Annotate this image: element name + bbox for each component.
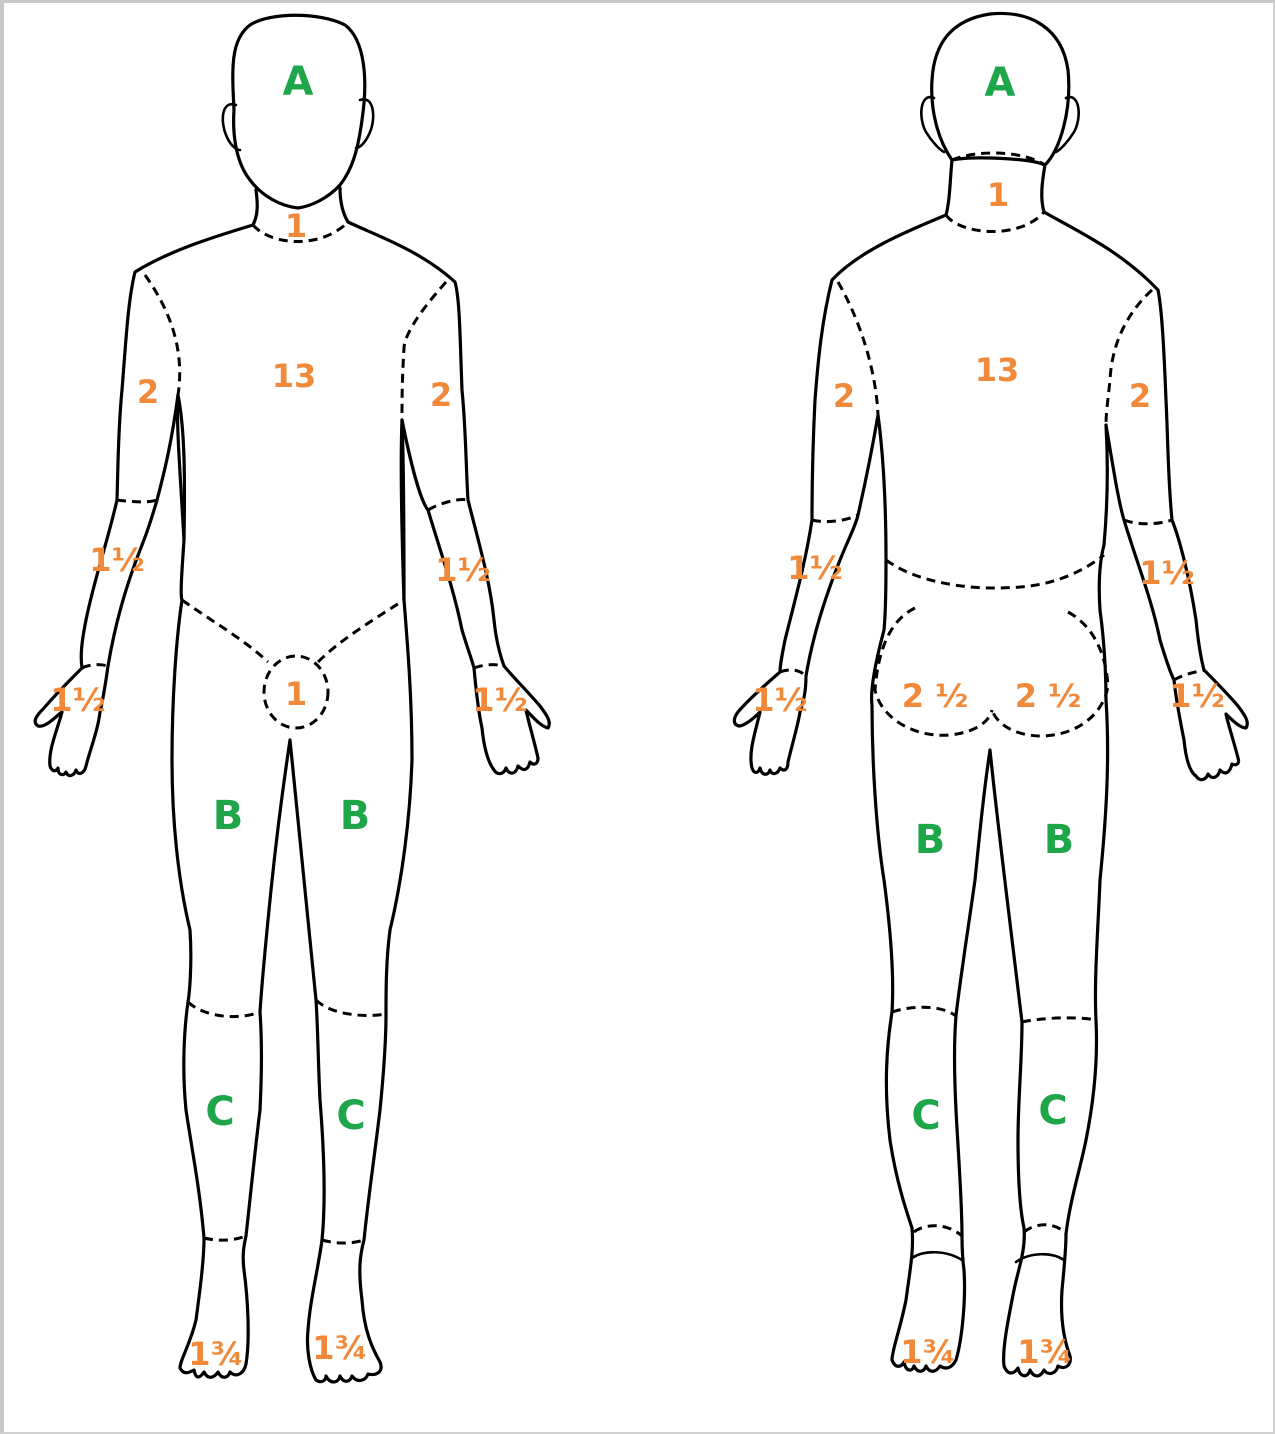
front-hand-right-label: 1½: [50, 681, 105, 719]
back-elbow-left: [812, 515, 858, 522]
front-wrist-left: [82, 665, 108, 668]
back-upper-arm-left-label: 2: [833, 377, 855, 415]
back-neck-left: [946, 160, 952, 215]
back-forearm-right-label: 1½: [1139, 554, 1194, 592]
back-neck-right: [1042, 165, 1045, 212]
front-thigh-right-label: B: [213, 793, 244, 839]
back-leg-right-label: C: [1038, 1088, 1067, 1134]
front-leg-right-label: C: [205, 1089, 234, 1135]
front-neck-right: [340, 188, 348, 222]
back-labels: A 1 13 2 2 1½ 1½ 1½ 1½ 2 ½ 2 ½ B B C C 1…: [752, 60, 1224, 1371]
front-head-outline: [233, 15, 365, 208]
back-buttock-right-label: 2 ½: [1015, 677, 1082, 715]
front-neck-label: 1: [285, 207, 307, 245]
back-leg-left-label: C: [911, 1093, 940, 1139]
front-upper-arm-right-label: 2: [137, 373, 159, 411]
front-groin-boundary: [182, 600, 404, 662]
back-thigh-right-label: B: [1044, 817, 1075, 863]
front-leg-left-label: C: [336, 1093, 365, 1139]
front-ankle-left: [204, 1236, 246, 1240]
back-knee-right: [1022, 1018, 1096, 1022]
front-knee-left: [188, 1002, 260, 1017]
front-trunk-label: 13: [272, 357, 317, 395]
back-trunk-label: 13: [975, 351, 1020, 389]
back-waist-boundary: [886, 555, 1104, 588]
back-neck-boundary: [946, 212, 1044, 232]
front-labels: A 1 13 2 2 1½ 1½ 1½ 1½ 1 B B C C 1¾ 1¾: [50, 59, 527, 1373]
back-neck-label: 1: [987, 176, 1009, 214]
back-head-label: A: [985, 60, 1016, 106]
front-knee-right: [316, 1000, 386, 1015]
front-hand-left-label: 1½: [472, 681, 527, 719]
back-elbow-right: [1124, 520, 1172, 524]
front-thigh-left-label: B: [340, 793, 371, 839]
front-ankle-right: [322, 1240, 364, 1243]
back-ankle-left: [914, 1226, 962, 1236]
back-hand-right-label: 1½: [1169, 677, 1224, 715]
back-thigh-left-label: B: [915, 817, 946, 863]
back-heel-left: [912, 1252, 962, 1260]
back-ankle-right: [1024, 1225, 1066, 1234]
back-buttock-right: [992, 612, 1108, 736]
back-foot-left-label: 1¾: [900, 1333, 955, 1371]
front-ear-left: [223, 104, 240, 150]
front-foot-left-label: 1¾: [312, 1329, 367, 1367]
front-foot-right-label: 1¾: [188, 1335, 243, 1373]
front-neck-left: [253, 190, 257, 225]
back-buttock-left-label: 2 ½: [902, 677, 969, 715]
front-forearm-right-label: 1½: [89, 541, 144, 579]
back-forearm-left-label: 1½: [787, 549, 842, 587]
front-wrist-right: [474, 665, 504, 668]
front-elbow-left: [117, 500, 157, 502]
back-foot-right-label: 1¾: [1017, 1333, 1072, 1371]
front-genitals-label: 1: [285, 675, 307, 713]
back-upper-arm-right-label: 2: [1129, 377, 1151, 415]
front-elbow-right: [428, 500, 468, 510]
front-upper-arm-left-label: 2: [430, 376, 452, 414]
front-forearm-left-label: 1½: [435, 551, 490, 589]
front-body-outline: [35, 222, 549, 1382]
back-knee-left: [892, 1007, 956, 1016]
back-hand-left-label: 1½: [752, 681, 807, 719]
back-wrist-left: [780, 670, 806, 676]
back-buttock-left: [875, 608, 992, 735]
front-head-label: A: [283, 59, 314, 105]
